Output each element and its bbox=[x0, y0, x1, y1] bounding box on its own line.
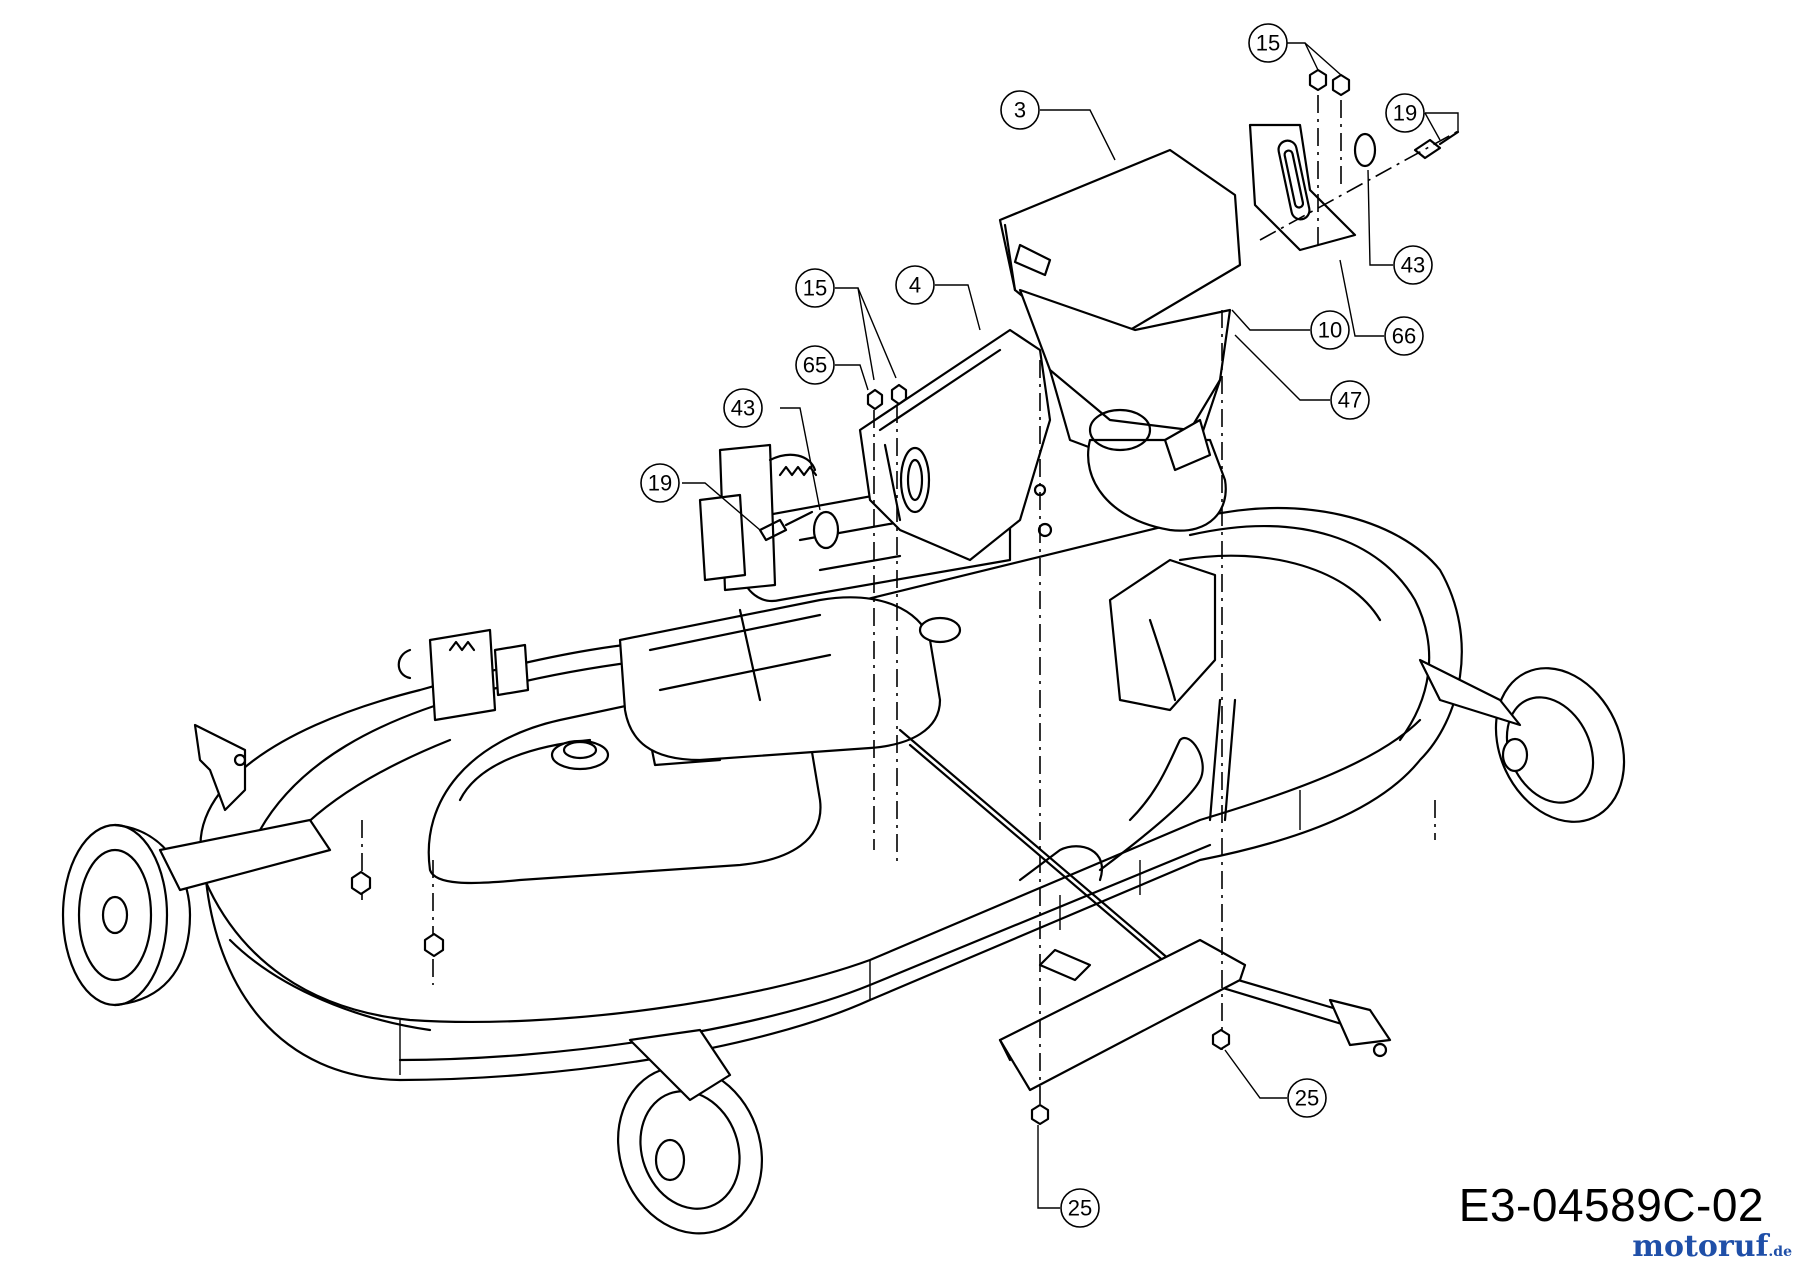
callout-15-mid-label: 15 bbox=[803, 276, 827, 301]
callout-25-right: 25 bbox=[1287, 1078, 1327, 1118]
wheel-right bbox=[1418, 658, 1626, 823]
nuts-mid bbox=[758, 383, 908, 865]
wheel-left bbox=[61, 818, 332, 1007]
mower-deck-shell bbox=[199, 506, 1463, 1082]
deflector-plate-66 bbox=[1248, 123, 1357, 252]
callout-3-label: 3 bbox=[1014, 98, 1026, 123]
callout-25-bottom: 25 bbox=[1060, 1188, 1100, 1228]
callout-65: 65 bbox=[795, 345, 835, 385]
callout-43-right-label: 43 bbox=[1401, 253, 1425, 278]
center-spindle-cover bbox=[618, 596, 962, 762]
callout-25-right-label: 25 bbox=[1295, 1086, 1319, 1111]
callout-65-label: 65 bbox=[803, 353, 827, 378]
callout-4: 4 bbox=[895, 265, 935, 305]
callout-19-left-label: 19 bbox=[648, 471, 672, 496]
bottom-nuts bbox=[350, 870, 1231, 1126]
callout-10: 10 bbox=[1310, 310, 1350, 350]
lift-bracket-rear-left bbox=[397, 628, 530, 722]
drawing-code: E3-04589C-02 bbox=[1458, 1179, 1764, 1231]
callout-43-right: 43 bbox=[1393, 245, 1433, 285]
callout-47: 47 bbox=[1330, 380, 1370, 420]
callout-66: 66 bbox=[1384, 316, 1424, 356]
callout-43-left-label: 43 bbox=[731, 396, 755, 421]
left-hook-bracket bbox=[193, 723, 247, 812]
callout-19-left: 19 bbox=[640, 463, 680, 503]
watermark-logo: motoruf.de bbox=[1632, 1229, 1792, 1264]
callout-25-bottom-label: 25 bbox=[1068, 1196, 1092, 1221]
callout-4-label: 4 bbox=[909, 273, 921, 298]
callout-15-mid: 15 bbox=[795, 268, 835, 308]
callout-43-left: 43 bbox=[723, 388, 763, 428]
watermark-name: motoruf bbox=[1632, 1229, 1769, 1264]
tie-rod-linkage bbox=[898, 698, 1392, 1092]
callout-15-top-label: 15 bbox=[1256, 31, 1280, 56]
callout-19-top-label: 19 bbox=[1393, 101, 1417, 126]
callout-10-label: 10 bbox=[1318, 318, 1342, 343]
callout-3: 3 bbox=[1000, 90, 1040, 130]
lift-bracket-left bbox=[698, 443, 818, 592]
callout-15-top: 15 bbox=[1248, 23, 1288, 63]
callout-19-top: 19 bbox=[1385, 93, 1425, 133]
hardware-top-right bbox=[1259, 129, 1461, 241]
discharge-chute bbox=[858, 148, 1242, 712]
wheel-front bbox=[616, 1028, 764, 1235]
watermark-suffix: .de bbox=[1768, 1244, 1792, 1260]
callout-47-label: 47 bbox=[1338, 388, 1362, 413]
callout-leaders bbox=[682, 42, 1459, 1209]
callout-66-label: 66 bbox=[1392, 324, 1416, 349]
